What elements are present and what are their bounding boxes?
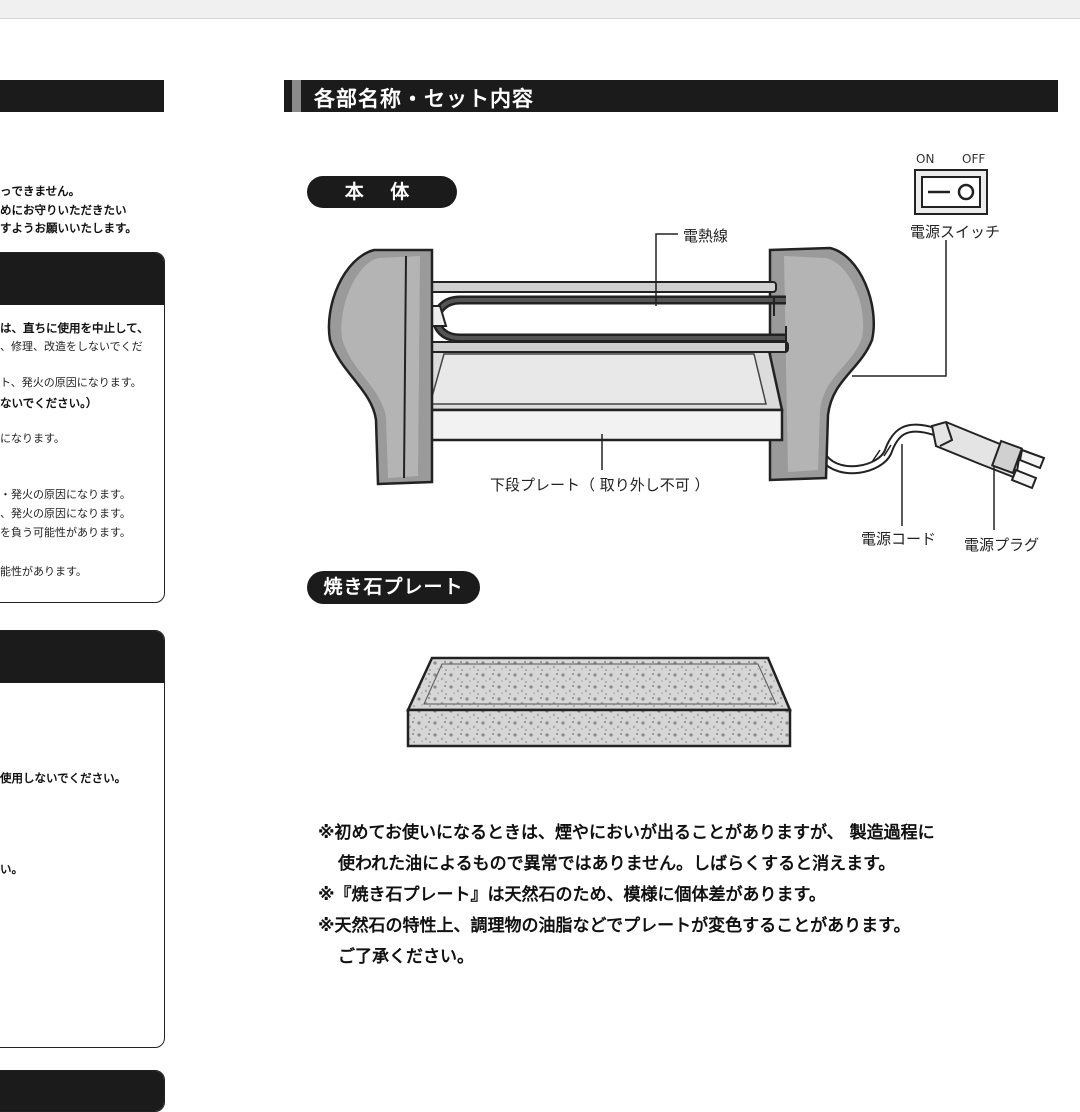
section-header-accent bbox=[292, 80, 301, 112]
lower-plate bbox=[412, 344, 784, 442]
left-section-header-bar bbox=[0, 80, 164, 112]
left-warning-box bbox=[0, 252, 165, 603]
note-line: ※『焼き石プレート』は天然石のため、模様に個体差があります。 bbox=[318, 885, 826, 905]
power-cord-label: 電源コード bbox=[861, 530, 937, 548]
note-line: 使われた油によるもので異常ではありません。しばらくすると消えます。 bbox=[338, 854, 896, 874]
left-caution-box-header bbox=[0, 631, 164, 683]
left-warning-box-header bbox=[0, 253, 164, 305]
left-box1-line: は、直ちに使用を中止して、 bbox=[0, 321, 149, 335]
switch-on-label: ON bbox=[916, 152, 935, 166]
left-box1-line: 、発火の原因になります。 bbox=[0, 507, 131, 520]
left-intro-line: めにお守りいただきたい bbox=[0, 203, 127, 217]
left-next-box-header bbox=[0, 1071, 164, 1111]
left-box1-line: 能性があります。 bbox=[0, 565, 87, 578]
power-plug-label: 電源プラグ bbox=[964, 536, 1040, 554]
section-title: 各部名称・セット内容 bbox=[314, 87, 534, 111]
left-box1-line: ないでください。） bbox=[0, 396, 98, 410]
notes: ※初めてお使いになるときは、煙やにおいが出ることがありますが、 製造過程に 使わ… bbox=[318, 818, 1058, 973]
left-intro-line: すようお願いいたします。 bbox=[0, 221, 137, 235]
heating-wire bbox=[409, 281, 789, 353]
stone-plate-illustration bbox=[406, 656, 792, 748]
left-box1-line: ト、発火の原因になります。 bbox=[0, 376, 142, 389]
left-caution-box bbox=[0, 630, 165, 1048]
left-box1-line: を負う可能性があります。 bbox=[0, 526, 131, 539]
lower-plate-label: 下段プレート（ 取り外し不可 ） bbox=[490, 476, 710, 494]
power-plug bbox=[930, 420, 1046, 490]
switch-off-label: OFF bbox=[962, 152, 986, 166]
heating-wire-label: 電熱線 bbox=[683, 227, 729, 245]
viewer-top-bar bbox=[0, 0, 1080, 19]
left-next-box bbox=[0, 1070, 165, 1112]
left-box2-line: 使用しないでください。 bbox=[0, 771, 127, 785]
left-box2-line: い。 bbox=[0, 862, 23, 876]
section-header: 各部名称・セット内容 bbox=[284, 80, 1058, 112]
left-box1-line: 、修理、改造をしないでくだ bbox=[0, 340, 143, 353]
stone-plate-heading: 焼き石プレート bbox=[307, 571, 480, 604]
left-box1-line: ・発火の原因になります。 bbox=[0, 488, 131, 501]
power-switch-label: 電源スイッチ bbox=[910, 223, 1001, 241]
leader-lines bbox=[601, 233, 995, 530]
left-box1-line: になります。 bbox=[0, 432, 65, 445]
main-unit-heading: 本 体 bbox=[307, 176, 457, 208]
note-line: ※天然石の特性上、調理物の油脂などでプレートが変色することがあります。 bbox=[318, 916, 911, 936]
main-unit-illustration bbox=[327, 169, 1046, 530]
power-switch bbox=[914, 169, 988, 215]
note-line: ご了承ください。 bbox=[338, 947, 474, 967]
note-line: ※初めてお使いになるときは、煙やにおいが出ることがありますが、 製造過程に bbox=[318, 823, 935, 843]
left-intro-line: っできません。 bbox=[0, 184, 81, 198]
